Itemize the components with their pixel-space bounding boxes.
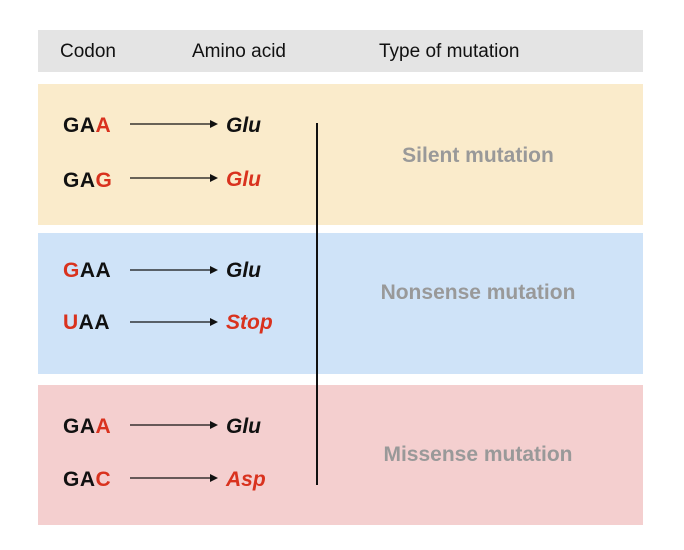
amino-acid: Asp [226, 468, 266, 491]
vertical-divider [316, 123, 318, 485]
codon-base: GA [63, 468, 96, 491]
mutation-type-label: Missense mutation [383, 443, 573, 466]
mutated-base: A [95, 114, 112, 137]
arrow-icon [130, 318, 218, 326]
silent-mutation-group: GAA Glu GAG Glu Silent mutation [38, 84, 643, 225]
header-codon: Codon [60, 41, 116, 62]
arrow-icon [130, 266, 218, 274]
mutated-base: G [63, 259, 80, 282]
table-header: Codon Amino acid Type of mutation [38, 30, 643, 72]
codon: GAC [63, 468, 111, 492]
mutated-base: G [95, 169, 113, 192]
header-amino-acid: Amino acid [192, 41, 286, 62]
mutation-type-label: Silent mutation [402, 144, 554, 167]
arrow-icon [130, 474, 218, 482]
arrow-icon [130, 421, 218, 429]
codon-base: GA [63, 114, 96, 137]
amino-acid: Glu [226, 259, 261, 282]
mutation-type-label: Nonsense mutation [380, 281, 576, 304]
amino-acid: Glu [226, 114, 261, 137]
header-type-of-mutation: Type of mutation [379, 41, 520, 62]
amino-acid: Glu [226, 168, 261, 191]
codon-base: AA [78, 311, 111, 334]
arrow-icon [130, 120, 218, 128]
codon: GAA [63, 114, 111, 138]
codon-base: GA [63, 169, 96, 192]
arrow-icon [130, 174, 218, 182]
codon: GAA [63, 415, 111, 439]
codon: GAG [63, 169, 112, 193]
codon-base: AA [79, 259, 112, 282]
codon: GAA [63, 259, 111, 283]
mutated-base: C [95, 468, 112, 491]
missense-mutation-group: GAA Glu GAC Asp Missense mutation [38, 385, 643, 525]
mutated-base: A [95, 415, 112, 438]
amino-acid: Stop [226, 311, 273, 334]
amino-acid: Glu [226, 415, 261, 438]
mutated-base: U [63, 311, 79, 334]
nonsense-mutation-group: GAA Glu UAA Stop Nonsense mutation [38, 233, 643, 374]
codon-base: GA [63, 415, 96, 438]
codon: UAA [63, 311, 110, 335]
